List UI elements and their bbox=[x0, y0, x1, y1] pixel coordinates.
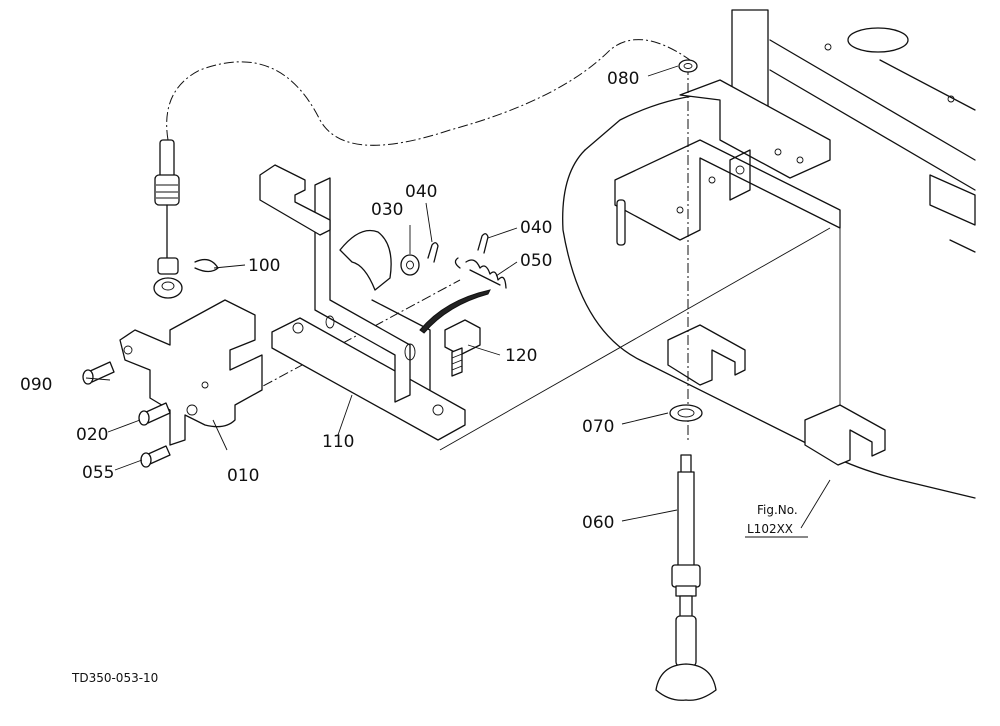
spring-arrow bbox=[419, 289, 491, 334]
frame-edge bbox=[949, 239, 976, 253]
upper-bracket-back bbox=[679, 79, 831, 179]
snap-pin-100 bbox=[194, 258, 219, 273]
bracket-hole bbox=[676, 206, 684, 214]
spring-050 bbox=[454, 257, 507, 289]
part-label-040-b: 040 bbox=[520, 218, 552, 238]
washer-030 bbox=[400, 254, 420, 276]
frame-hole bbox=[824, 43, 832, 51]
part-label-050: 050 bbox=[520, 251, 552, 271]
bracket-110-tab bbox=[259, 164, 331, 236]
bracket-110-upright bbox=[314, 177, 411, 403]
bracket-110-lower-edge bbox=[371, 299, 431, 391]
figure-reference-number: L102XX bbox=[747, 522, 793, 536]
figure-reference-label: Fig.No. bbox=[757, 503, 798, 517]
bracket-tab bbox=[729, 149, 751, 201]
bracket-hole bbox=[708, 176, 716, 184]
washer-070-hole bbox=[677, 408, 695, 418]
frame-outline-top bbox=[584, 94, 701, 151]
drawing-id: TD350-053-10 bbox=[71, 671, 158, 685]
bracket-pin bbox=[616, 199, 626, 246]
bracket-110-notch bbox=[339, 229, 392, 291]
lower-clip bbox=[667, 324, 746, 386]
cable-end-thread bbox=[156, 184, 178, 199]
ring-080 bbox=[678, 59, 698, 73]
frame-hole-large bbox=[847, 27, 909, 53]
cable-clevis bbox=[157, 257, 179, 275]
rod-060 bbox=[655, 454, 717, 701]
washer-070 bbox=[669, 404, 703, 422]
lever-hole bbox=[201, 381, 209, 389]
bracket-hole bbox=[404, 343, 416, 361]
bracket-hole bbox=[735, 165, 745, 175]
part-label-055: 055 bbox=[82, 463, 114, 483]
cable-end-body bbox=[159, 139, 175, 181]
bracket-hole bbox=[774, 148, 782, 156]
part-label-100: 100 bbox=[248, 256, 280, 276]
frame-hole bbox=[947, 95, 955, 103]
cable-bushing bbox=[153, 277, 183, 299]
bracket-110-base bbox=[271, 317, 466, 441]
snap-pin-040-b bbox=[477, 233, 489, 254]
frame-upper-edge bbox=[769, 39, 976, 161]
part-label-020: 020 bbox=[76, 425, 108, 445]
bracket-hole bbox=[432, 404, 444, 416]
part-label-070: 070 bbox=[582, 417, 614, 437]
lever-hole bbox=[123, 345, 133, 355]
bracket-hole bbox=[325, 315, 335, 329]
leader-lines bbox=[85, 65, 831, 529]
lower-clip bbox=[804, 404, 886, 466]
cable-bushing-hole bbox=[161, 281, 175, 291]
frame-upper-edge-2 bbox=[769, 69, 976, 191]
part-label-090: 090 bbox=[20, 375, 52, 395]
machine-frame bbox=[439, 9, 976, 499]
part-label-060: 060 bbox=[582, 513, 614, 533]
reference-line bbox=[439, 227, 831, 451]
pin-020 bbox=[138, 402, 171, 426]
frame-box bbox=[929, 174, 976, 226]
washer-030-hole bbox=[406, 260, 414, 270]
part-label-110: 110 bbox=[322, 432, 354, 452]
part-label-010: 010 bbox=[227, 466, 259, 486]
cable-routing-line bbox=[166, 39, 691, 146]
lever-hole bbox=[186, 404, 198, 416]
ring-080-hole bbox=[683, 63, 693, 69]
frame-outline-left bbox=[562, 149, 976, 499]
part-label-040-a: 040 bbox=[405, 182, 437, 202]
lever-010 bbox=[119, 299, 263, 446]
bolt-120 bbox=[444, 319, 481, 377]
cable-end-assembly bbox=[153, 139, 219, 299]
bracket-hole bbox=[292, 322, 304, 334]
part-label-120: 120 bbox=[505, 346, 537, 366]
bracket-hole bbox=[796, 156, 804, 164]
cable-end-nut bbox=[154, 174, 180, 206]
pin-055 bbox=[140, 445, 171, 468]
frame-top-plate bbox=[879, 59, 976, 111]
pin-090 bbox=[82, 361, 115, 385]
snap-pin-040-a bbox=[427, 242, 439, 263]
upper-bracket bbox=[614, 139, 841, 241]
part-label-080: 080 bbox=[607, 69, 639, 89]
part-label-030: 030 bbox=[371, 200, 403, 220]
